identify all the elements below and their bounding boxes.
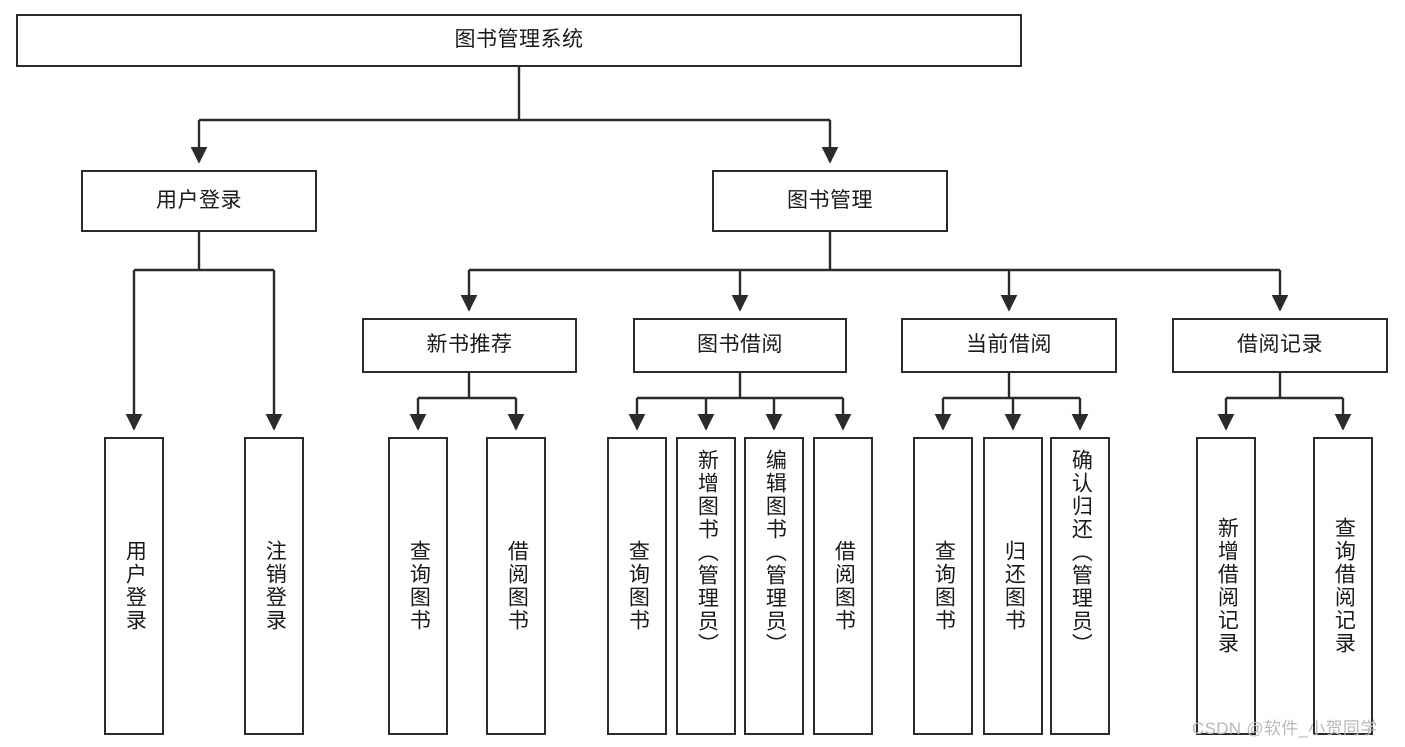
node-leaf-borrow-book-rec-label: 借阅图书 <box>505 540 529 632</box>
node-leaf-add-book-admin-label: 新增图书（管理员） <box>695 449 719 656</box>
node-leaf-borrow-book[interactable]: 借阅图书 <box>813 437 873 735</box>
node-user-login[interactable]: 用户登录 <box>81 170 317 232</box>
node-leaf-user-login-label: 用户登录 <box>123 540 147 632</box>
node-leaf-add-record[interactable]: 新增借阅记录 <box>1196 437 1256 735</box>
node-leaf-return-book[interactable]: 归还图书 <box>983 437 1043 735</box>
node-user-login-label: 用户登录 <box>156 188 242 212</box>
node-leaf-logout-label: 注销登录 <box>263 540 287 632</box>
node-leaf-query-book-rec[interactable]: 查询图书 <box>388 437 448 735</box>
node-borrow-record[interactable]: 借阅记录 <box>1172 318 1388 373</box>
node-leaf-borrow-book-rec[interactable]: 借阅图书 <box>486 437 546 735</box>
node-leaf-query-book-rec-label: 查询图书 <box>407 540 431 632</box>
node-book-borrow-label: 图书借阅 <box>697 333 783 357</box>
node-root[interactable]: 图书管理系统 <box>16 14 1022 67</box>
node-leaf-borrow-book-label: 借阅图书 <box>832 540 856 632</box>
node-new-book-recommend-label: 新书推荐 <box>426 333 513 357</box>
node-leaf-add-record-label: 新增借阅记录 <box>1215 517 1239 655</box>
node-borrow-record-label: 借阅记录 <box>1237 333 1323 357</box>
node-leaf-edit-book-admin-label: 编辑图书（管理员） <box>763 449 787 656</box>
node-leaf-query-book-cur[interactable]: 查询图书 <box>913 437 973 735</box>
node-leaf-confirm-return-admin-label: 确认归还（管理员） <box>1069 449 1093 656</box>
node-leaf-query-book-cur-label: 查询图书 <box>932 540 956 632</box>
node-leaf-query-record[interactable]: 查询借阅记录 <box>1313 437 1373 735</box>
node-leaf-confirm-return-admin[interactable]: 确认归还（管理员） <box>1050 437 1110 735</box>
node-leaf-logout[interactable]: 注销登录 <box>244 437 304 735</box>
node-leaf-edit-book-admin[interactable]: 编辑图书（管理员） <box>744 437 804 735</box>
node-book-borrow[interactable]: 图书借阅 <box>633 318 847 373</box>
node-leaf-query-record-label: 查询借阅记录 <box>1332 517 1356 655</box>
csdn-watermark: CSDN @软件_小贺同学 <box>1192 719 1378 738</box>
node-new-book-recommend[interactable]: 新书推荐 <box>362 318 577 373</box>
node-book-manage-label: 图书管理 <box>787 188 873 212</box>
node-leaf-return-book-label: 归还图书 <box>1002 540 1026 632</box>
node-leaf-query-book-borrow-label: 查询图书 <box>626 540 650 632</box>
node-leaf-user-login[interactable]: 用户登录 <box>104 437 164 735</box>
node-root-label: 图书管理系统 <box>454 28 584 52</box>
node-leaf-add-book-admin[interactable]: 新增图书（管理员） <box>676 437 736 735</box>
node-current-borrow[interactable]: 当前借阅 <box>901 318 1117 373</box>
node-current-borrow-label: 当前借阅 <box>966 333 1052 357</box>
node-leaf-query-book-borrow[interactable]: 查询图书 <box>607 437 667 735</box>
node-book-manage[interactable]: 图书管理 <box>712 170 948 232</box>
